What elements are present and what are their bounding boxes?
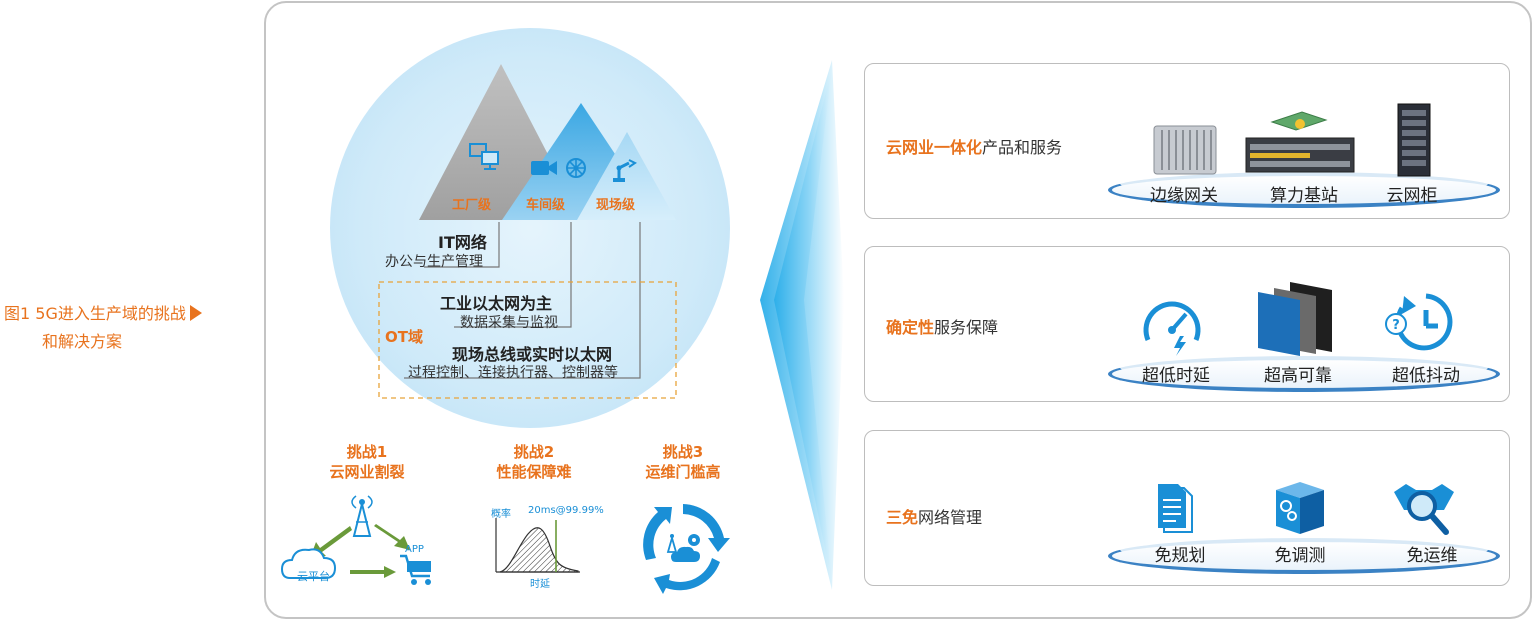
panel-1-title-highlight: 云网业一体化 xyxy=(886,138,983,157)
panel-1-title-rest: 产品和服务 xyxy=(982,138,1063,157)
challenge-3-number: 挑战3 xyxy=(662,443,704,461)
panel-3-title: 三免网络管理 xyxy=(886,504,982,528)
cart-icon xyxy=(400,554,431,585)
panel-3-title-highlight: 三免 xyxy=(886,508,919,527)
connector-field xyxy=(404,222,641,379)
cloud-cabinet-icon xyxy=(1397,103,1431,177)
svg-text:?: ? xyxy=(1392,318,1400,333)
reliability-panels-icon xyxy=(1258,282,1332,356)
panel-3-title-rest: 网络管理 xyxy=(918,508,983,527)
caption-line2: 和解决方案 xyxy=(42,332,123,351)
challenge-2-text: 性能保障难 xyxy=(496,463,572,481)
connector-it xyxy=(424,222,500,268)
panel-2-title-highlight: 确定性 xyxy=(886,318,935,337)
chart-xlabel: 时延 xyxy=(530,579,550,590)
chart-ylabel: 概率 xyxy=(491,509,511,520)
ethernet-title: 工业以太网为主 xyxy=(440,294,553,313)
caption-line1: 图1 5G进入生产域的挑战 xyxy=(4,304,186,323)
panel-2-title: 确定性服务保障 xyxy=(886,314,998,338)
panel-1-item-1: 边缘网关 xyxy=(1150,186,1218,206)
challenge-1-number: 挑战1 xyxy=(346,443,388,461)
challenge-2-number: 挑战2 xyxy=(513,443,555,461)
challenge-2: 挑战2 性能保障难 xyxy=(475,442,593,482)
challenge-1: 挑战1 云网业割裂 xyxy=(308,442,426,482)
edge-gateway-icon xyxy=(1153,125,1217,175)
camera-icon xyxy=(531,161,557,175)
it-network-subtitle: 办公与生产管理 xyxy=(385,254,483,270)
distribution-curve xyxy=(499,527,579,573)
app-label: APP xyxy=(405,544,424,555)
panel-2-item-2: 超高可靠 xyxy=(1264,366,1332,386)
panel-3-item-3: 免运维 xyxy=(1406,546,1458,566)
chart-annotation: 20ms@99.99% xyxy=(528,505,604,516)
fieldbus-title: 现场总线或实时以太网 xyxy=(452,345,613,364)
outer-frame xyxy=(264,1,1532,619)
panel-3-item-1: 免规划 xyxy=(1154,546,1206,566)
level-workshop-label: 车间级 xyxy=(526,198,566,213)
main-diagram-svg xyxy=(378,60,844,590)
magnifier-handshake-icon xyxy=(1394,484,1454,535)
fieldbus-subtitle: 过程控制、连接执行器、控制器等 xyxy=(408,365,618,381)
ethernet-subtitle: 数据采集与监视 xyxy=(460,315,558,331)
cloud-small-icon xyxy=(671,546,700,562)
compute-base-station-icon xyxy=(1245,111,1355,173)
cycle-arrows-icon xyxy=(310,524,410,578)
panel-2-item-1: 超低时延 xyxy=(1142,366,1210,386)
ot-domain-label: OT域 xyxy=(385,328,423,346)
tower-small-icon xyxy=(666,534,678,553)
network-circle xyxy=(330,28,730,428)
document-icon xyxy=(1158,484,1193,533)
challenge-1-illustration xyxy=(280,495,431,585)
cloud-icon xyxy=(280,548,337,579)
challenge-3: 挑战3 运维门槛高 xyxy=(624,442,742,482)
wheel-icon xyxy=(566,158,586,178)
figure-caption: 图1 5G进入生产域的挑战 和解决方案 xyxy=(0,300,262,356)
challenge-3-text: 运维门槛高 xyxy=(645,463,721,481)
challenge-1-text: 云网业割裂 xyxy=(329,463,405,481)
robot-arm-icon xyxy=(613,159,637,182)
panel-2-platform xyxy=(1108,356,1500,392)
panel-1-title: 云网业一体化产品和服务 xyxy=(886,134,1062,158)
it-network-title: IT网络 xyxy=(438,233,487,252)
gear-box-icon xyxy=(1276,482,1324,534)
cloud-platform-label: 云平台 xyxy=(297,570,330,583)
panel-3-platform xyxy=(1108,538,1500,574)
ot-domain-box xyxy=(378,281,677,399)
challenge-3-illustration xyxy=(643,504,730,594)
panel-3-item-2: 免调测 xyxy=(1274,546,1326,566)
cycle-arrows-icon xyxy=(643,504,730,594)
connector-ethernet xyxy=(454,222,572,328)
computer-icon xyxy=(469,143,499,170)
panel-2-item-3: 超低抖动 xyxy=(1392,366,1460,386)
level-factory-label: 工厂级 xyxy=(452,198,492,213)
latency-distribution-chart xyxy=(495,518,580,573)
panel-2-title-rest: 服务保障 xyxy=(934,318,999,337)
level-field-label: 现场级 xyxy=(596,198,636,213)
mountain-field xyxy=(577,132,676,220)
panel-1-platform xyxy=(1108,172,1500,208)
clock-jitter-icon: ? xyxy=(1385,293,1453,351)
panel-1-item-2: 算力基站 xyxy=(1270,186,1338,206)
gear-icon xyxy=(688,534,700,546)
signal-tower-icon xyxy=(351,495,373,537)
big-arrow-left xyxy=(760,60,844,590)
panel-1-item-3: 云网柜 xyxy=(1386,186,1438,206)
speedometer-icon xyxy=(1143,301,1201,356)
caption-arrow-icon xyxy=(189,305,202,321)
